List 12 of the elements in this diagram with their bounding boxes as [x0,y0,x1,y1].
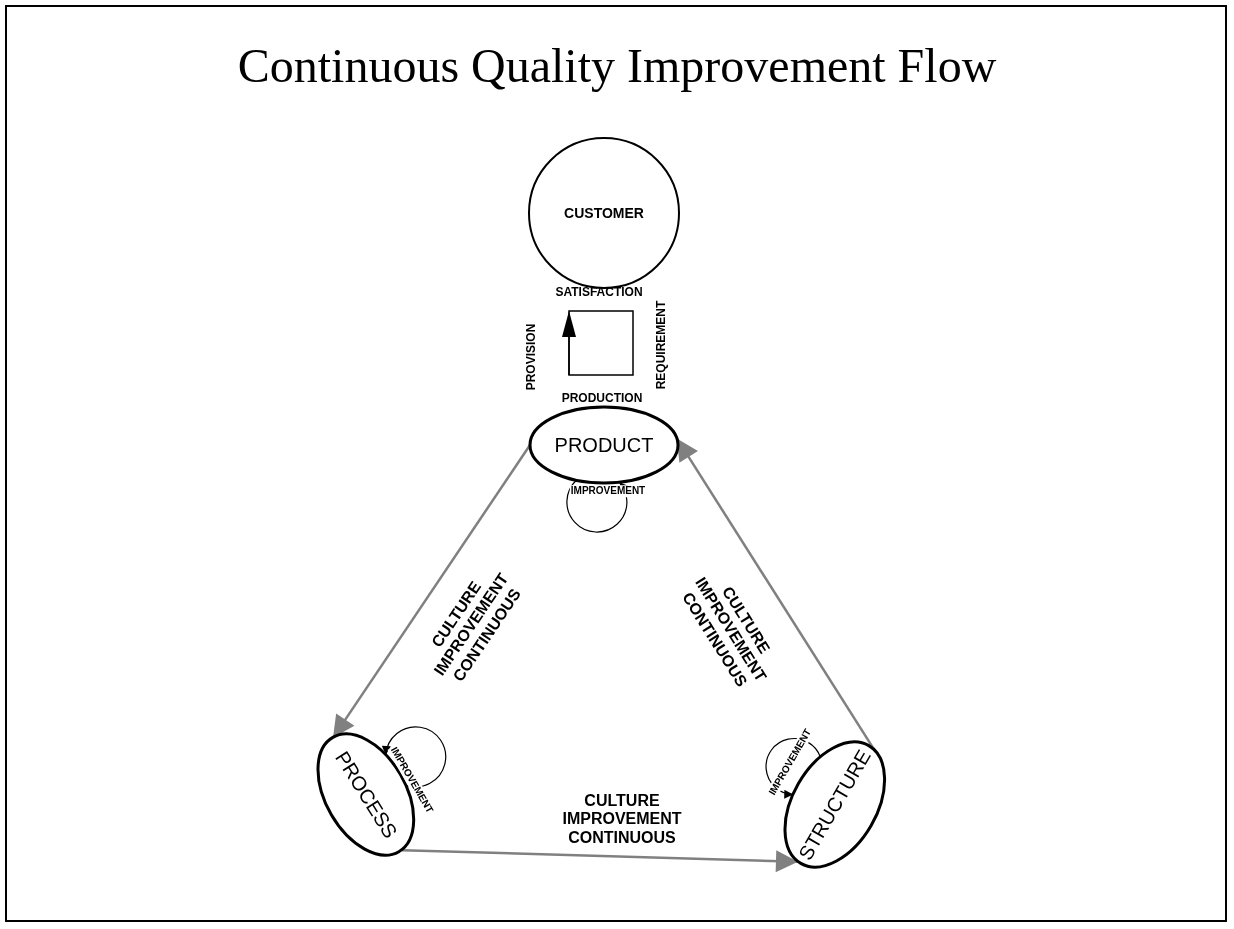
loop-arrow [566,479,629,533]
cycle-label: REQUIREMENT [654,300,668,390]
node-label: CUSTOMER [564,205,644,221]
cycle-label: SATISFACTION [555,285,643,299]
edge-label: IMPROVEMENT [569,485,647,497]
edge-label: CULTURE IMPROVEMENT CONTINUOUS [561,792,683,848]
title: Continuous Quality Improvement Flow [236,38,998,93]
cycle-label: PRODUCTION [561,391,643,405]
arrow [401,848,798,873]
node-label: PRODUCT [554,433,654,457]
cycle-label: PROVISION [524,323,538,391]
ellipse-node [528,405,680,485]
